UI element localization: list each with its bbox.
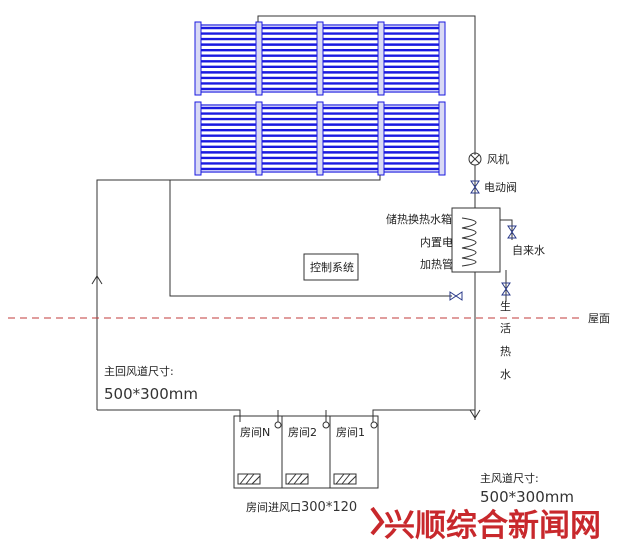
room-1 [329,415,379,489]
tank-label-line2: 内置电 [420,235,453,249]
supply-duct-size: 500*300mm [480,488,574,506]
room-return-link [97,409,241,422]
watermark-chevron-icon [370,506,385,536]
return-duct-title: 主回风道尺寸: [104,364,174,378]
collector-header [438,101,446,176]
solar-collector-upper [194,21,446,96]
main-return-duct-outer [96,175,381,410]
collector-header [438,21,446,96]
watermark-logo: 兴顺综合新闻网 [370,506,601,544]
room-2-label: 房间2 [288,426,317,439]
electric-valve-icon [470,180,480,194]
room-1-label: 房间1 [336,426,365,439]
room-vent-pipes [277,410,327,422]
room-1-vent-icon [370,421,378,429]
hot-water-char-4: 水 [500,368,511,381]
collector-header [377,101,385,176]
electric-valve-label: 电动阀 [484,180,517,194]
heat-exchange-coil-icon [461,217,477,267]
collector-header [316,21,324,96]
tap-water-pipe [500,219,513,240]
hot-water-valve-icon [501,282,511,296]
tank-label-line1: 储热换热水箱 [386,212,452,226]
collector-header [194,101,202,176]
room-n-vent-icon [274,421,282,429]
fan-label: 风机 [487,152,509,166]
solar-collector-lower [194,101,446,176]
room-inlet-grilles [237,473,357,485]
fan-icon [468,152,482,166]
storage-tank [451,207,501,273]
down-arrow-icon [469,409,481,419]
collector-header [194,21,202,96]
return-valve-icon [449,291,463,301]
hot-water-char-1: 生 [500,299,511,313]
tap-water-label: 自来水 [512,244,545,257]
hot-water-char-2: 活 [500,322,511,335]
collector-header [377,21,385,96]
return-duct-size: 500*300mm [104,385,198,403]
control-system-box [303,253,359,281]
collector-header [255,21,263,96]
tank-label-line3: 加热管 [420,257,453,271]
room-2-vent-icon [322,421,330,429]
fan-supply-pipe [257,15,476,155]
room-supply-link [372,409,475,422]
room-n-label: 房间N [240,426,270,439]
main-return-duct-inner [169,180,452,297]
hot-water-char-3: 热 [500,345,511,358]
room-inlet-label: 房间进风口300*120 [246,500,357,515]
collector-header [255,101,263,176]
control-system-label: 控制系统 [310,260,354,274]
up-arrow-icon [91,275,103,285]
roof-label: 屋面 [588,312,610,325]
watermark-text: 兴顺综合新闻网 [384,508,601,544]
supply-duct-title: 主风道尺寸: [480,471,539,485]
rooms-group [233,415,379,489]
tap-water-valve-icon [507,225,517,239]
collector-header [316,101,324,176]
